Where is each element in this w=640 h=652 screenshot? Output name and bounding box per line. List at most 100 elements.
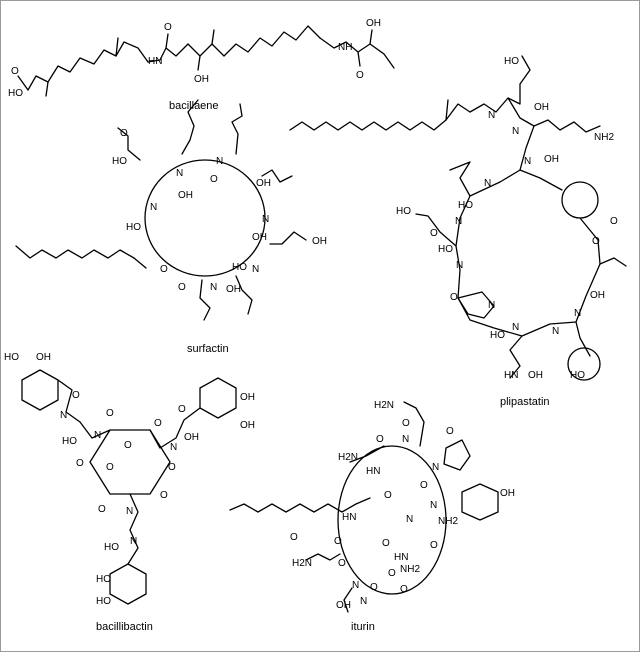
atom-label: OH (534, 102, 549, 113)
iturin-fatty-chain (229, 497, 371, 513)
atom-label: HO (458, 200, 473, 211)
atom-label: HO (504, 56, 519, 67)
atom-label: HN (394, 552, 408, 563)
atom-label: OH (226, 284, 241, 295)
atom-label: HN (342, 512, 356, 523)
surfactin-fatty-chain (15, 245, 147, 269)
atom-label: O (124, 440, 132, 451)
atom-label: OH (240, 392, 255, 403)
plipastatin-fatty-chain (289, 103, 471, 131)
bacillaene-polyene-chain-left (27, 41, 149, 91)
bacillaene-methyl-3 (211, 29, 215, 45)
atom-label: O (592, 236, 600, 247)
atom-label: O (430, 540, 438, 551)
atom-label: OH (528, 370, 543, 381)
atom-label: HO (96, 596, 111, 607)
atom-label: HN (148, 56, 162, 67)
atom-label: N (432, 462, 439, 473)
plipastatin-pro-ring (457, 291, 495, 319)
iturin-pro-ring (443, 439, 471, 471)
atom-label: N (170, 442, 177, 453)
atom-label: NH2 (438, 516, 458, 527)
atom-label: N (262, 214, 269, 225)
atom-label: N (512, 322, 519, 333)
atom-label: O (178, 282, 186, 293)
bacillaene-hydroxyl-bond (197, 55, 201, 71)
atom-label: O (446, 426, 454, 437)
bacillaene-tail (319, 37, 395, 69)
atom-label: N (216, 156, 223, 167)
atom-label: HO (4, 352, 19, 363)
atom-label: HO (232, 262, 247, 273)
plipastatin-tyr-ring-2 (567, 347, 601, 381)
bacillaene-carbonyl-1 (165, 33, 169, 49)
atom-label: O (420, 480, 428, 491)
atom-label: OH (336, 600, 351, 611)
atom-label: O (356, 70, 364, 81)
atom-label: OH (366, 18, 381, 29)
iturin-asn-2 (349, 445, 385, 463)
plipastatin-backbone-right (575, 217, 601, 357)
surfactin-leu-3 (199, 279, 211, 321)
atom-label: N (210, 282, 217, 293)
plipastatin-oh-bond (445, 99, 449, 121)
atom-label: O (400, 584, 408, 595)
atom-label: N (60, 410, 67, 421)
atom-label: O (290, 532, 298, 543)
atom-label: NH2 (594, 132, 614, 143)
plipastatin-glu-side (469, 55, 531, 113)
atom-label: O (384, 490, 392, 501)
atom-label: O (338, 558, 346, 569)
bacillaene-methyl-2 (45, 81, 49, 97)
atom-label: O (610, 216, 618, 227)
atom-label: N (456, 260, 463, 271)
atom-label: H2N (338, 452, 358, 463)
plipastatin-orn-chain (507, 97, 601, 133)
bacillibactin-catechol-ring-2 (199, 377, 237, 419)
surfactin-asp (269, 231, 307, 245)
surfactin-structure: HO O N OH N O OH N HO N OH OH O HO N O N… (15, 99, 327, 355)
plipastatin-thr (449, 161, 471, 197)
bacillibactin-catechol-ring-3 (109, 563, 147, 605)
atom-label: N (402, 434, 409, 445)
atom-label: O (402, 418, 410, 429)
atom-label: O (160, 264, 168, 275)
atom-label: H2N (292, 558, 312, 569)
atom-label: N (455, 216, 462, 227)
bacillaene-polyene-chain-right (147, 25, 321, 63)
atom-label: N (252, 264, 259, 275)
iturin-tyr-ring (461, 483, 499, 521)
atom-label: HO (104, 542, 119, 553)
atom-label: OH (590, 290, 605, 301)
atom-label: O (106, 408, 114, 419)
atom-label: N (94, 430, 101, 441)
compound-name-plipastatin: plipastatin (500, 396, 550, 408)
surfactin-macrocycle (144, 159, 266, 277)
surfactin-leu-2 (231, 103, 243, 155)
iturin-asn-3 (305, 553, 341, 561)
atom-label: O (450, 292, 458, 303)
atom-label: N (488, 110, 495, 121)
atom-label: N (176, 168, 183, 179)
bacillibactin-arm-2 (149, 407, 201, 449)
plipastatin-backbone-left (455, 169, 523, 337)
atom-label: NH (338, 42, 352, 53)
atom-label: N (488, 300, 495, 311)
surfactin-leu-4 (235, 275, 253, 315)
atom-label: HO (570, 370, 585, 381)
atom-label: HO (396, 206, 411, 217)
atom-label: N (130, 536, 137, 547)
bacillaene-hydroxyl-2 (369, 29, 373, 45)
atom-label: N (574, 308, 581, 319)
compound-name-bacillibactin: bacillibactin (96, 621, 153, 633)
bacillaene-structure: HO O HN O OH NH O OH bacillaene (8, 18, 395, 112)
atom-label: HN (366, 466, 380, 477)
bacillibactin-arm-3 (127, 493, 139, 565)
atom-label: N (430, 500, 437, 511)
atom-label: N (126, 506, 133, 517)
atom-label: NH2 (400, 564, 420, 575)
atom-label: OH (500, 488, 515, 499)
plipastatin-ile (599, 257, 627, 267)
bacillaene-carbonyl-2 (357, 51, 361, 67)
